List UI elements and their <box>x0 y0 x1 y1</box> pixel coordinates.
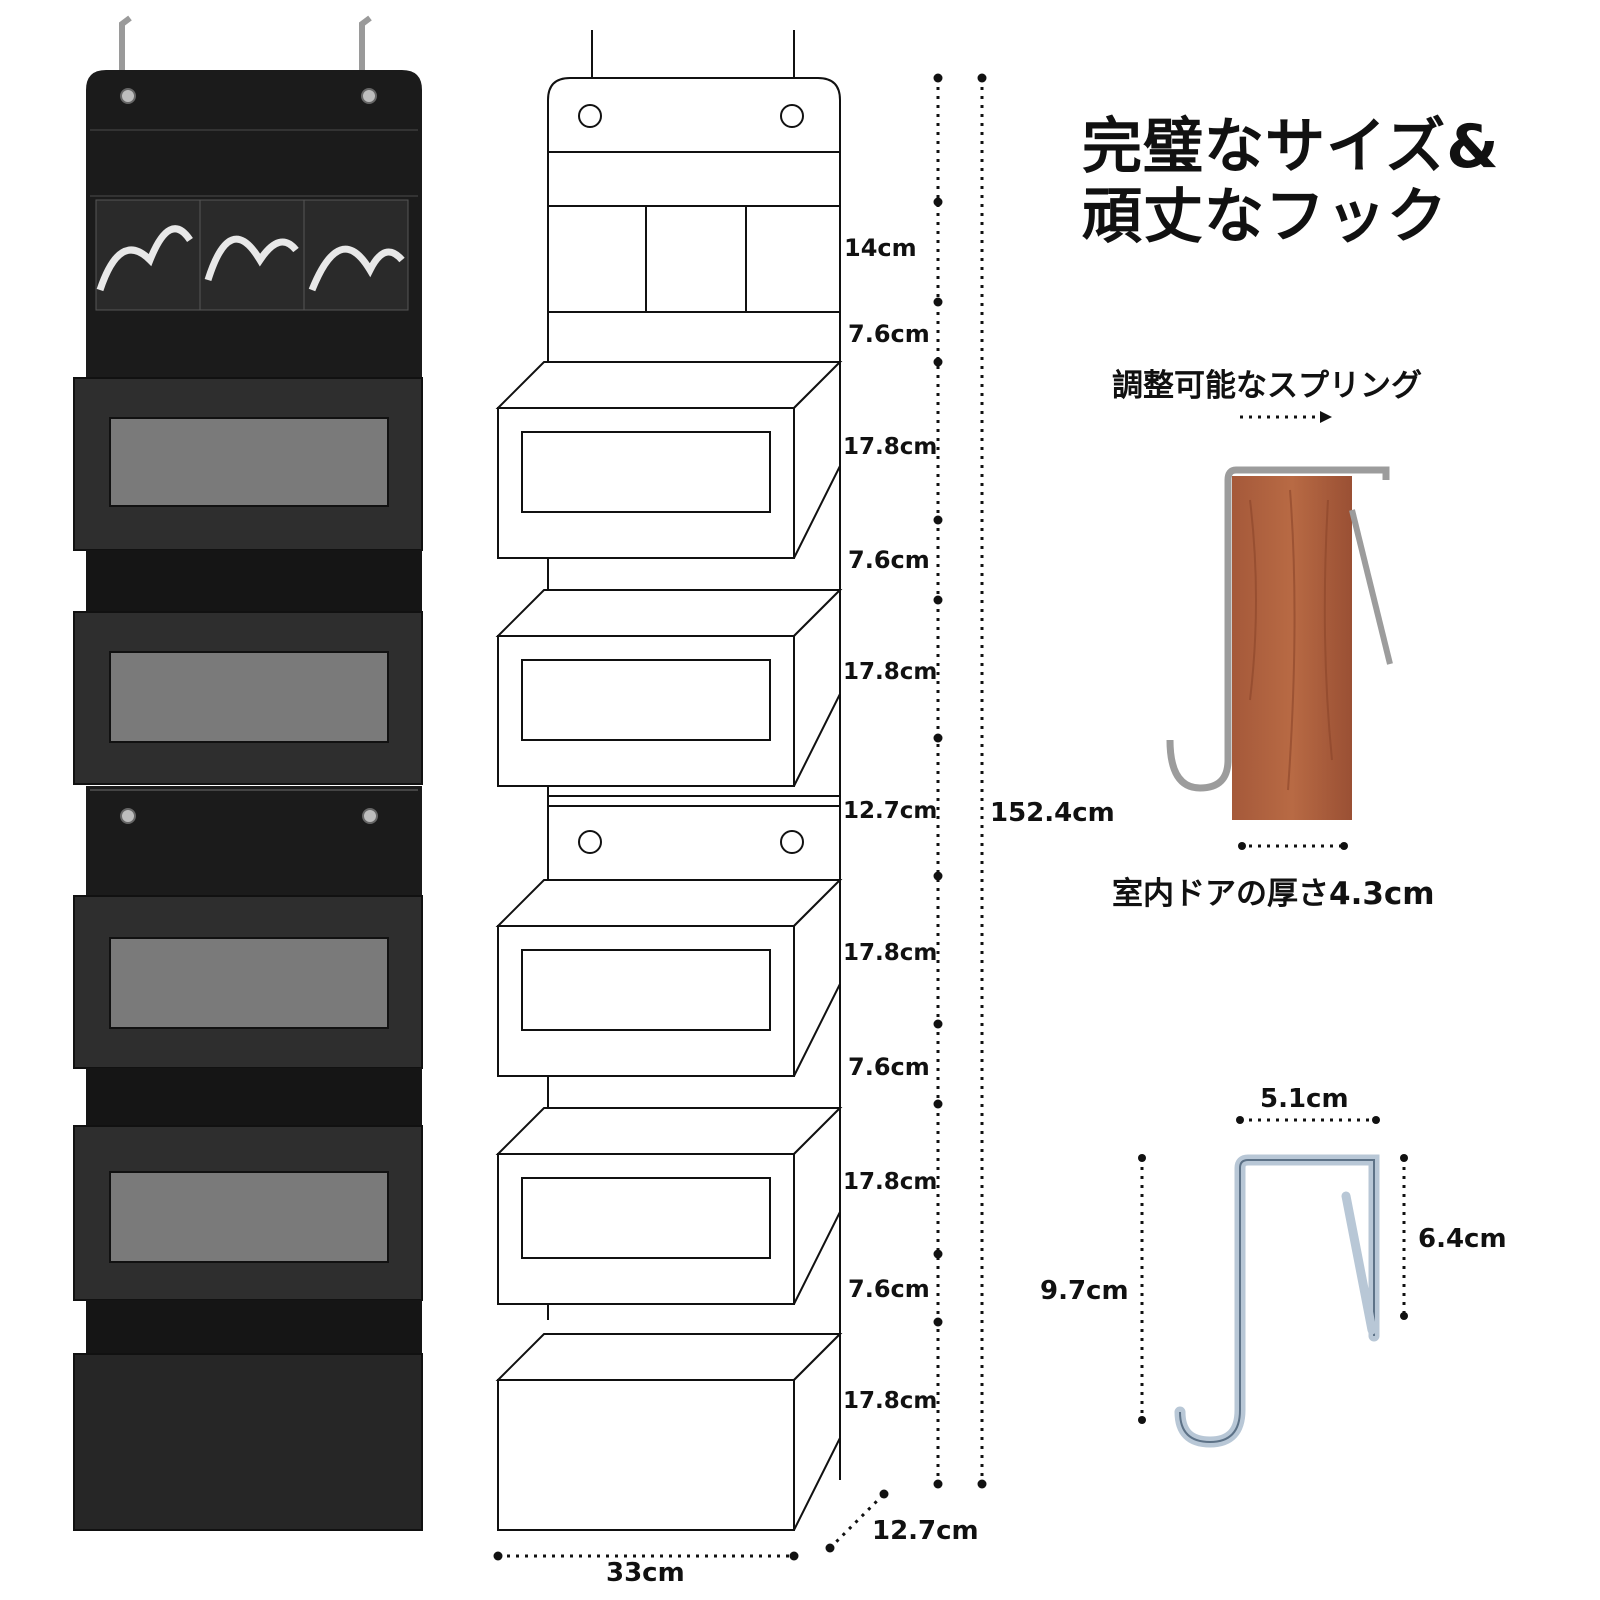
height-pocket-4: 17.8cm <box>843 1169 938 1195</box>
height-joint: 12.7cm <box>843 798 938 824</box>
spring-label: 調整可能なスプリング <box>1112 368 1422 404</box>
width-label: 33cm <box>606 1558 685 1588</box>
depth-label: 12.7cm <box>872 1516 979 1546</box>
diagram-pocket-1 <box>495 359 843 559</box>
grommet-left <box>120 88 136 104</box>
height-pocket-3: 17.8cm <box>843 940 938 966</box>
height-top-pocket: 14cm <box>844 234 917 262</box>
diagram-pocket-2 <box>495 587 843 787</box>
diagram-pocket-5 <box>495 1331 843 1531</box>
diagram-pocket-4 <box>495 1105 843 1305</box>
door-hook-right <box>359 15 372 70</box>
photo-pocket-1 <box>73 377 423 551</box>
height-gap-1: 7.6cm <box>848 320 930 348</box>
height-gap-4: 7.6cm <box>848 1275 930 1303</box>
hook-height-label: 9.7cm <box>1040 1276 1129 1306</box>
height-pocket-5: 17.8cm <box>843 1388 938 1414</box>
photo-pocket-2 <box>73 611 423 785</box>
door-hook-left <box>119 15 132 70</box>
headline: 完璧なサイズ& 頑丈なフック <box>1082 112 1500 252</box>
diagram-top-panel <box>547 77 841 363</box>
diagram-pocket-3 <box>495 877 843 1077</box>
hook-width-label: 5.1cm <box>1260 1084 1349 1114</box>
diagram-grommet-left <box>578 104 602 128</box>
clear-pockets <box>95 199 409 311</box>
diagram-grommet-right <box>780 104 804 128</box>
door-thickness-label: 室内ドアの厚さ4.3cm <box>1112 876 1435 912</box>
height-pocket-2: 17.8cm <box>843 659 938 685</box>
height-total: 152.4cm <box>990 798 1115 828</box>
headline-line-1: 完璧なサイズ& <box>1082 112 1500 182</box>
hook-on-door <box>1166 466 1390 792</box>
photo-pocket-3 <box>73 895 423 1069</box>
hook-inner-height-label: 6.4cm <box>1418 1224 1507 1254</box>
photo-pocket-5 <box>73 1353 423 1531</box>
height-pocket-1: 17.8cm <box>843 434 938 460</box>
height-gap-2: 7.6cm <box>848 546 930 574</box>
headline-line-2: 頑丈なフック <box>1082 182 1448 252</box>
height-gap-3: 7.6cm <box>848 1053 930 1081</box>
photo-pocket-4 <box>73 1125 423 1301</box>
grommet-right <box>361 88 377 104</box>
